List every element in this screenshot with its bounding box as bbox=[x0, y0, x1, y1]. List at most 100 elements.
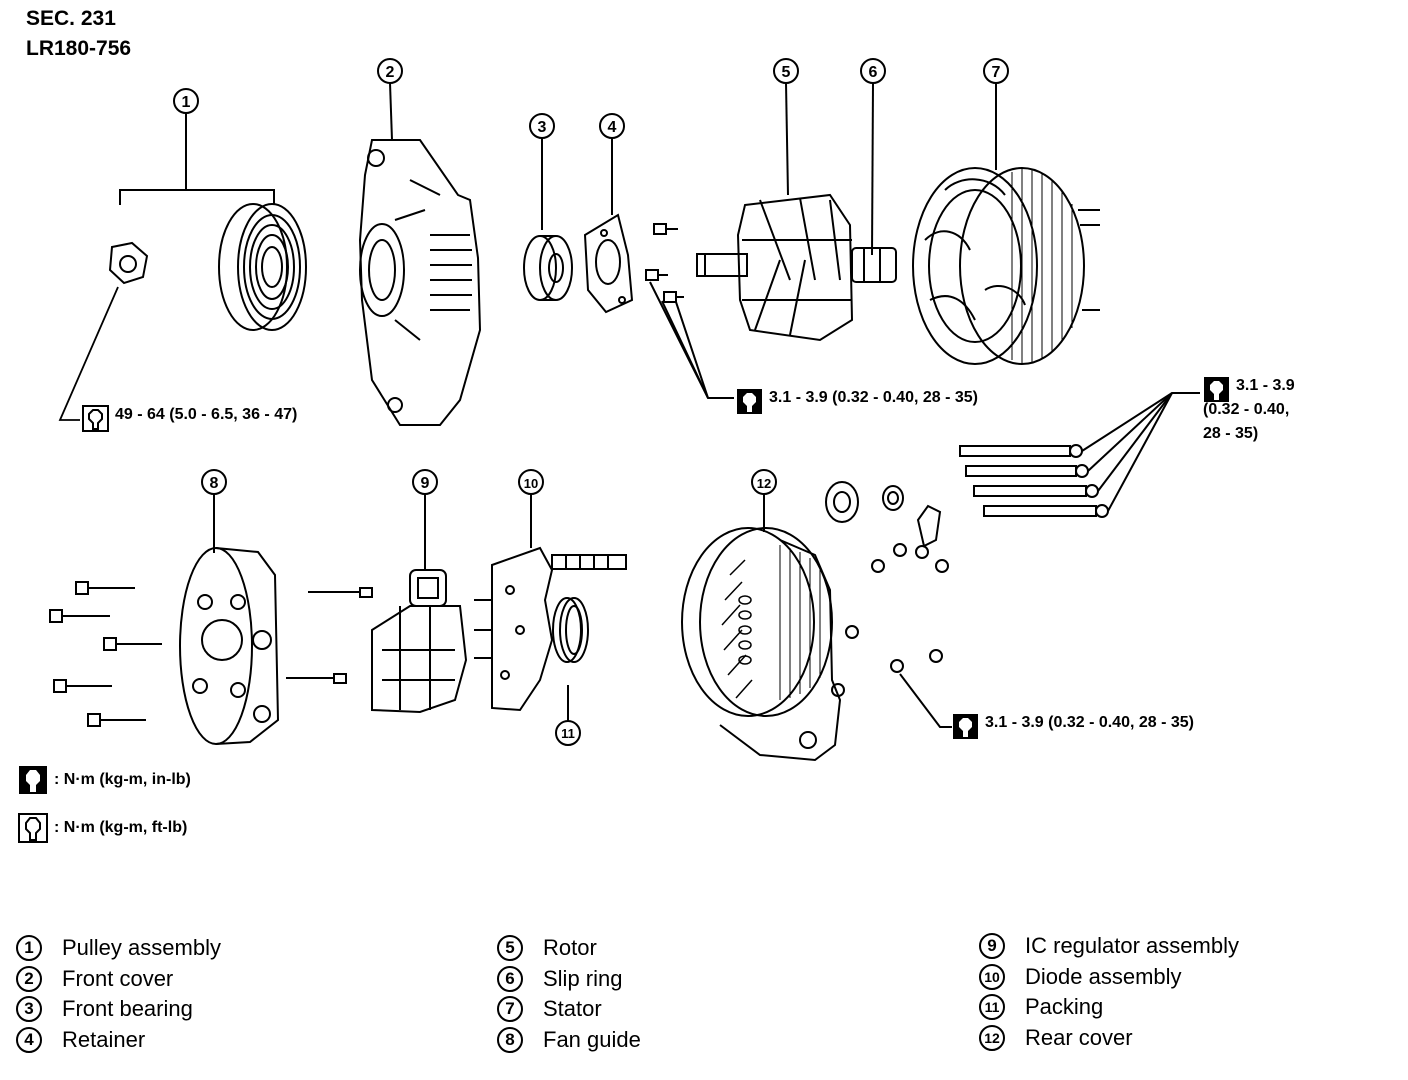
ic-regulator-assembly bbox=[371, 569, 468, 714]
part-row: 7 Stator bbox=[497, 994, 641, 1025]
retainer-torque-value: 3.1 - 3.9 (0.32 - 0.40, 28 - 35) bbox=[769, 389, 979, 406]
stator bbox=[912, 167, 1100, 365]
callout-1 bbox=[119, 88, 275, 205]
retainer bbox=[583, 213, 634, 314]
part-name: Front cover bbox=[62, 965, 174, 991]
part-name: Rear cover bbox=[1025, 1024, 1133, 1050]
through-bolt-torque-line2: (0.32 - 0.40, bbox=[1203, 401, 1290, 418]
ic-regulator-screws bbox=[286, 587, 373, 684]
front-bearing bbox=[523, 235, 573, 301]
through-bolt-torque-spec: 3.1 - 3.9 (0.32 - 0.40, 28 - 35) bbox=[1203, 376, 1295, 444]
diode-assembly bbox=[474, 546, 627, 712]
parts-list-column-2: 5 Rotor 6 Slip ring 7 Stator 8 Fan guide bbox=[497, 933, 641, 1055]
parts-list-column-1: 1 Pulley assembly 2 Front cover 3 Front bea… bbox=[16, 933, 221, 1055]
callout-label-4: 4 bbox=[608, 119, 617, 136]
through-bolts bbox=[959, 392, 1200, 518]
callout-label-12: 12 bbox=[757, 476, 771, 491]
retainer-torque-spec: 3.1 - 3.9 (0.32 - 0.40, 28 - 35) bbox=[736, 388, 978, 415]
part-name: IC regulator assembly bbox=[1025, 933, 1239, 959]
through-bolt-torque-line1: 3.1 - 3.9 bbox=[1236, 377, 1295, 394]
callout-label-11: 11 bbox=[561, 726, 575, 741]
part-name: Fan guide bbox=[543, 1026, 641, 1052]
part-row: 6 Slip ring bbox=[497, 964, 641, 995]
part-name: Retainer bbox=[62, 1026, 146, 1052]
part-number: 8 bbox=[497, 1026, 523, 1053]
rotor bbox=[696, 193, 854, 342]
torque-inlb-icon bbox=[737, 389, 762, 414]
callout-8 bbox=[201, 469, 227, 553]
callout-7 bbox=[983, 58, 1009, 170]
rear-nut-torque-value: 3.1 - 3.9 (0.32 - 0.40, 28 - 35) bbox=[985, 714, 1195, 731]
callout-label-9: 9 bbox=[421, 475, 430, 492]
part-row: 11 Packing bbox=[979, 992, 1239, 1023]
callout-4 bbox=[599, 113, 625, 215]
pulley-assembly bbox=[218, 203, 307, 331]
callout-label-2: 2 bbox=[386, 64, 395, 81]
part-name: Diode assembly bbox=[1025, 963, 1182, 989]
diagram-code: LR180-756 bbox=[26, 37, 132, 60]
part-number: 2 bbox=[16, 965, 42, 992]
fan-guide bbox=[179, 547, 280, 745]
part-number: 11 bbox=[979, 994, 1005, 1021]
callout-label-3: 3 bbox=[538, 119, 547, 136]
part-row: 5 Rotor bbox=[497, 933, 641, 964]
callout-9 bbox=[412, 469, 438, 570]
section-number: SEC. 231 bbox=[26, 7, 116, 30]
pulley-nut bbox=[108, 241, 149, 285]
part-row: 12 Rear cover bbox=[979, 1023, 1239, 1054]
part-row: 4 Retainer bbox=[16, 1025, 221, 1056]
part-number: 5 bbox=[497, 935, 523, 962]
part-name: Stator bbox=[543, 996, 602, 1022]
torque-inlb-icon bbox=[1204, 377, 1229, 402]
part-name: Pulley assembly bbox=[62, 935, 221, 961]
legend-inlb: : N·m (kg-m, in-lb) bbox=[18, 765, 191, 795]
rear-hardware bbox=[825, 481, 952, 728]
callout-label-5: 5 bbox=[782, 64, 791, 81]
callout-3 bbox=[529, 113, 555, 230]
nut-torque-value: 49 - 64 (5.0 - 6.5, 36 - 47) bbox=[115, 406, 298, 423]
retainer-screws bbox=[645, 223, 734, 399]
nut-torque-spec: 49 - 64 (5.0 - 6.5, 36 - 47) bbox=[82, 405, 297, 432]
callout-numbers: 1 2 3 4 5 6 7 8 9 10 11 12 bbox=[182, 64, 1001, 741]
callout-11 bbox=[555, 685, 581, 746]
part-name: Slip ring bbox=[543, 965, 623, 991]
callout-label-8: 8 bbox=[210, 475, 219, 492]
torque-ftlb-icon bbox=[82, 405, 109, 432]
part-name: Front bearing bbox=[62, 996, 193, 1022]
legend-inlb-text: : N·m (kg-m, in-lb) bbox=[54, 771, 191, 788]
part-row: 8 Fan guide bbox=[497, 1025, 641, 1056]
part-number: 1 bbox=[16, 935, 42, 962]
part-number: 12 bbox=[979, 1024, 1005, 1051]
torque-inlb-icon bbox=[19, 766, 47, 794]
exploded-diagram: 1 2 3 4 5 6 7 8 9 10 11 12 bbox=[49, 58, 1200, 762]
rear-nut-torque-spec: 3.1 - 3.9 (0.32 - 0.40, 28 - 35) bbox=[952, 713, 1194, 740]
torque-ftlb-icon bbox=[18, 813, 48, 843]
part-row: 10 Diode assembly bbox=[979, 962, 1239, 993]
part-row: 2 Front cover bbox=[16, 964, 221, 995]
part-number: 10 bbox=[979, 963, 1005, 990]
fan-guide-screws bbox=[49, 581, 162, 727]
part-row: 9 IC regulator assembly bbox=[979, 931, 1239, 962]
callout-label-1: 1 bbox=[182, 94, 191, 111]
part-row: 3 Front bearing bbox=[16, 994, 221, 1025]
part-number: 9 bbox=[979, 933, 1005, 960]
legend-ftlb: : N·m (kg-m, ft-lb) bbox=[18, 813, 187, 843]
callout-6 bbox=[860, 58, 886, 256]
callout-label-6: 6 bbox=[869, 64, 878, 81]
packing bbox=[552, 597, 589, 663]
part-number: 3 bbox=[16, 996, 42, 1023]
part-name: Packing bbox=[1025, 994, 1104, 1020]
legend-ftlb-text: : N·m (kg-m, ft-lb) bbox=[54, 819, 188, 836]
part-number: 4 bbox=[16, 1026, 42, 1053]
callout-label-7: 7 bbox=[992, 64, 1001, 81]
part-row: 1 Pulley assembly bbox=[16, 933, 221, 964]
part-number: 7 bbox=[497, 996, 523, 1023]
torque-inlb-icon bbox=[953, 714, 978, 739]
callout-12 bbox=[751, 469, 777, 532]
part-name: Rotor bbox=[543, 935, 597, 961]
through-bolt-torque-line3: 28 - 35) bbox=[1203, 425, 1259, 442]
part-number: 6 bbox=[497, 965, 523, 992]
callout-5 bbox=[773, 58, 799, 196]
slip-ring bbox=[851, 247, 897, 283]
